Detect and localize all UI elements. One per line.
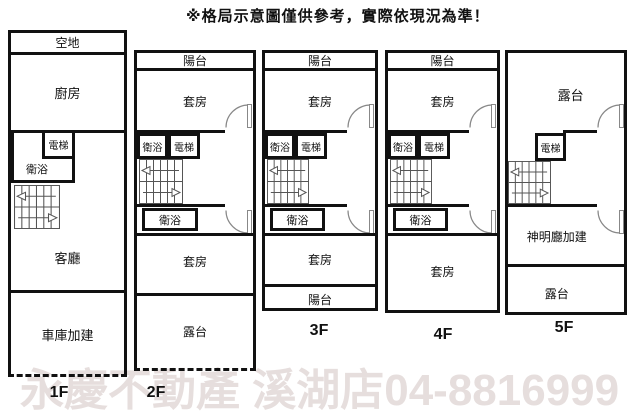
elevator-box: 電梯 [535, 133, 566, 161]
wall [388, 130, 469, 133]
wall [563, 130, 597, 133]
room-label-suite-rear: 套房 [307, 253, 333, 267]
bathroom-upper-box: 衛浴 [388, 133, 418, 159]
room-label-bathroom-lower: 衛浴 [409, 214, 432, 227]
wall [388, 233, 497, 236]
room-label-suite-front: 套房 [430, 95, 455, 109]
elevator-box: 電梯 [42, 130, 75, 159]
room-label-living-room: 客廳 [54, 251, 81, 266]
room-label-terrace-front: 露台 [557, 88, 584, 103]
room-label-roof-terrace: 露台 [182, 325, 208, 339]
room-balcony: 陽台 [137, 53, 253, 71]
wall [265, 233, 375, 236]
room-label-open-space: 空地 [55, 36, 80, 50]
wall [265, 130, 347, 133]
bathroom-upper-box: 衛浴 [265, 133, 295, 159]
wall [137, 233, 253, 236]
room-label-shrine-addition: 神明廳加建 [526, 230, 587, 244]
floor-plan-2f: 陽台 套房 衛浴 電梯 [134, 50, 256, 371]
floor-label-2f: 2F [146, 384, 166, 401]
wall [508, 264, 624, 267]
bathroom-lower-box: 衛浴 [142, 208, 198, 231]
room-label-elevator: 電梯 [540, 143, 561, 155]
room-label-bathroom-lower: 衛浴 [159, 214, 181, 227]
door-swing-icon [597, 104, 624, 128]
room-label-suite-front: 套房 [307, 95, 333, 109]
floor-label-1f: 1F [49, 384, 69, 401]
wall [11, 290, 124, 293]
bathroom-lower-box: 衛浴 [393, 208, 448, 231]
bathroom-upper-box: 衛浴 [137, 133, 168, 159]
room-balcony-front: 陽台 [265, 53, 375, 71]
room-label-bathroom-upper: 衛浴 [393, 142, 413, 154]
room-label-suite-front: 套房 [182, 95, 208, 109]
room-label-suite-rear: 套房 [182, 255, 208, 269]
floor-plan-5f: 露台 電梯 神明廳加建 露台 [505, 50, 627, 315]
floor-plan-4f: 陽台 套房 衛浴 電梯 [385, 50, 500, 313]
room-balcony: 陽台 [388, 53, 497, 71]
room-open-space: 空地 [11, 33, 124, 55]
wall [137, 293, 253, 296]
door-swing-icon [597, 210, 624, 234]
room-label-garage-addition: 車庫加建 [41, 328, 94, 343]
disclaimer-text: ※格局示意圖僅供參考，實際依現況為準！ [186, 8, 490, 25]
wall [388, 204, 469, 207]
room-label-bathroom-upper: 衛浴 [270, 142, 290, 154]
floor-plan-3f: 陽台 套房 衛浴 電梯 [262, 50, 378, 311]
stairs-icon [390, 159, 432, 204]
floor-label-4f: 4F [433, 326, 453, 343]
stairs-icon [508, 161, 551, 204]
floor-plan-1f: 空地 廚房 電梯 衛浴 客廳 車庫加建 [8, 30, 127, 377]
floor-label-5f: 5F [554, 319, 574, 336]
room-label-bathroom: 衛浴 [26, 164, 48, 176]
elevator-box: 電梯 [418, 133, 450, 159]
room-label-bathroom-lower: 衛浴 [286, 214, 309, 227]
door-swing-icon [225, 104, 252, 128]
room-label-balcony-front: 陽台 [307, 54, 333, 68]
room-label-kitchen: 廚房 [54, 86, 81, 101]
room-label-elevator: 電梯 [48, 141, 69, 152]
wall [265, 204, 347, 207]
door-swing-icon [225, 210, 252, 234]
elevator-box: 電梯 [168, 133, 200, 159]
wall [137, 204, 225, 207]
room-label-terrace-rear: 露台 [544, 287, 569, 301]
door-swing-icon [469, 210, 496, 234]
bathroom-lower-box: 衛浴 [270, 208, 325, 231]
elevator-box: 電梯 [295, 133, 327, 159]
stairs-icon [267, 159, 309, 204]
floor-label-3f: 3F [309, 322, 329, 339]
door-swing-icon [347, 104, 374, 128]
stairs-icon [14, 185, 60, 229]
room-label-elevator: 電梯 [174, 142, 194, 154]
room-label-suite-rear: 套房 [430, 265, 455, 279]
room-label-balcony: 陽台 [182, 54, 208, 68]
stairs-icon [139, 159, 183, 204]
room-label-elevator: 電梯 [424, 142, 444, 154]
room-balcony-rear: 陽台 [265, 284, 375, 308]
wall [508, 204, 597, 207]
room-label-elevator: 電梯 [301, 142, 321, 154]
room-label-balcony: 陽台 [430, 54, 455, 68]
door-swing-icon [347, 210, 374, 234]
wall [137, 130, 225, 133]
room-label-bathroom-upper: 衛浴 [142, 142, 163, 154]
room-label-balcony-rear: 陽台 [307, 293, 333, 307]
door-swing-icon [469, 104, 496, 128]
